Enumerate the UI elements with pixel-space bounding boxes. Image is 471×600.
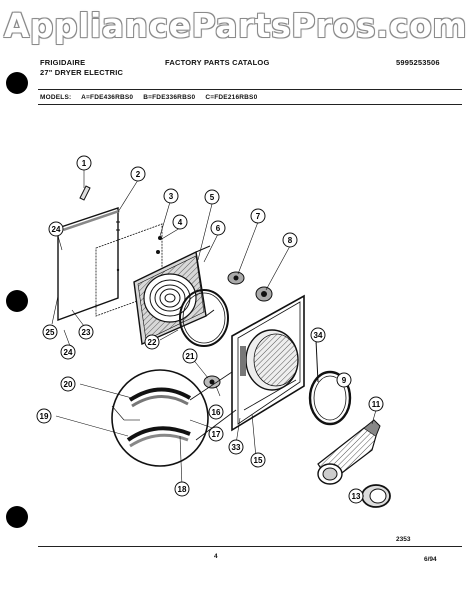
callout: 9 bbox=[336, 372, 352, 388]
callout: 19 bbox=[36, 408, 52, 424]
svg-text:3: 3 bbox=[169, 192, 174, 201]
binder-hole-top bbox=[6, 72, 28, 94]
part-drum-seal bbox=[315, 339, 319, 383]
part-clip bbox=[79, 185, 91, 201]
footer-rule bbox=[38, 546, 462, 547]
svg-text:34: 34 bbox=[314, 331, 323, 340]
leader-lines bbox=[51, 170, 377, 497]
svg-text:18: 18 bbox=[178, 485, 187, 494]
callout: 24 bbox=[48, 221, 64, 237]
svg-text:9: 9 bbox=[342, 376, 347, 385]
callout: 18 bbox=[174, 481, 190, 497]
svg-text:5: 5 bbox=[210, 193, 215, 202]
svg-text:22: 22 bbox=[148, 338, 157, 347]
callout: 4 bbox=[172, 214, 188, 230]
callout: 8 bbox=[282, 232, 298, 248]
svg-text:6: 6 bbox=[216, 224, 221, 233]
part-screws bbox=[156, 236, 162, 254]
header-rule-bottom bbox=[38, 104, 462, 105]
header-rule-top bbox=[38, 89, 462, 90]
model-c: C=FDE216RBS0 bbox=[205, 94, 258, 101]
svg-text:13: 13 bbox=[352, 492, 361, 501]
callout: 13 bbox=[348, 488, 364, 504]
print-date: 6/94 bbox=[424, 556, 437, 563]
models-label: MODELS: bbox=[40, 94, 72, 101]
models-line: MODELS: A=FDE436RBS0 B=FDE336RBS0 C=FDE2… bbox=[40, 94, 265, 101]
drawing-number: 2353 bbox=[396, 536, 411, 543]
svg-text:16: 16 bbox=[212, 408, 221, 417]
svg-text:33: 33 bbox=[232, 443, 241, 452]
svg-text:24: 24 bbox=[64, 348, 73, 357]
svg-text:21: 21 bbox=[186, 352, 195, 361]
svg-text:15: 15 bbox=[254, 456, 263, 465]
callout: 1 bbox=[76, 155, 92, 171]
callouts: 1 2 3 4 5 6 7 8 24 25 23 24 22 21 34 9 1… bbox=[36, 155, 384, 504]
svg-text:24: 24 bbox=[52, 225, 61, 234]
callout: 20 bbox=[60, 376, 76, 392]
product-label: 27" DRYER ELECTRIC bbox=[40, 68, 124, 77]
callout: 24 bbox=[60, 344, 76, 360]
binder-hole-middle bbox=[6, 290, 28, 312]
part-hi-limit bbox=[255, 286, 273, 302]
part-duct-ring bbox=[361, 484, 391, 508]
callout: 33 bbox=[228, 439, 244, 455]
svg-text:19: 19 bbox=[40, 412, 49, 421]
model-b: B=FDE336RBS0 bbox=[143, 94, 196, 101]
part-thermostat bbox=[227, 271, 245, 285]
callout: 21 bbox=[182, 348, 198, 364]
svg-text:11: 11 bbox=[372, 400, 381, 409]
part-felt-ring bbox=[308, 370, 352, 426]
svg-text:20: 20 bbox=[64, 380, 73, 389]
binder-hole-bottom bbox=[6, 506, 28, 528]
model-a: A=FDE436RBS0 bbox=[81, 94, 134, 101]
callout: 16 bbox=[208, 404, 224, 420]
page-number: 4 bbox=[214, 553, 218, 560]
callout: 22 bbox=[144, 334, 160, 350]
watermark: AppliancePartsPros.com bbox=[3, 6, 468, 45]
svg-text:4: 4 bbox=[178, 218, 183, 227]
part-heater-housing bbox=[133, 245, 215, 346]
callout: 5 bbox=[204, 189, 220, 205]
svg-text:1: 1 bbox=[82, 159, 87, 168]
svg-text:25: 25 bbox=[46, 328, 55, 337]
part-exhaust-duct bbox=[317, 419, 381, 485]
svg-text:8: 8 bbox=[288, 236, 293, 245]
callout: 17 bbox=[208, 426, 224, 442]
svg-text:2: 2 bbox=[136, 170, 141, 179]
part-sensor bbox=[203, 375, 221, 389]
part-bulkhead bbox=[231, 294, 305, 432]
callout: 2 bbox=[130, 166, 146, 182]
svg-text:23: 23 bbox=[82, 328, 91, 337]
callout: 11 bbox=[368, 396, 384, 412]
callout: 6 bbox=[210, 220, 226, 236]
callout: 34 bbox=[310, 327, 326, 343]
detail-magnifier bbox=[111, 369, 237, 467]
callout: 7 bbox=[250, 208, 266, 224]
catalog-number: 5995253506 bbox=[396, 58, 440, 67]
catalog-title: FACTORY PARTS CATALOG bbox=[165, 58, 270, 67]
part-rear-panel bbox=[57, 207, 120, 322]
callout: 25 bbox=[42, 324, 58, 340]
svg-text:17: 17 bbox=[212, 430, 221, 439]
svg-text:7: 7 bbox=[256, 212, 261, 221]
part-seal-ring bbox=[179, 289, 229, 347]
brand-label: FRIGIDAIRE bbox=[40, 58, 86, 67]
callout: 23 bbox=[78, 324, 94, 340]
callout: 3 bbox=[163, 188, 179, 204]
callout: 15 bbox=[250, 452, 266, 468]
